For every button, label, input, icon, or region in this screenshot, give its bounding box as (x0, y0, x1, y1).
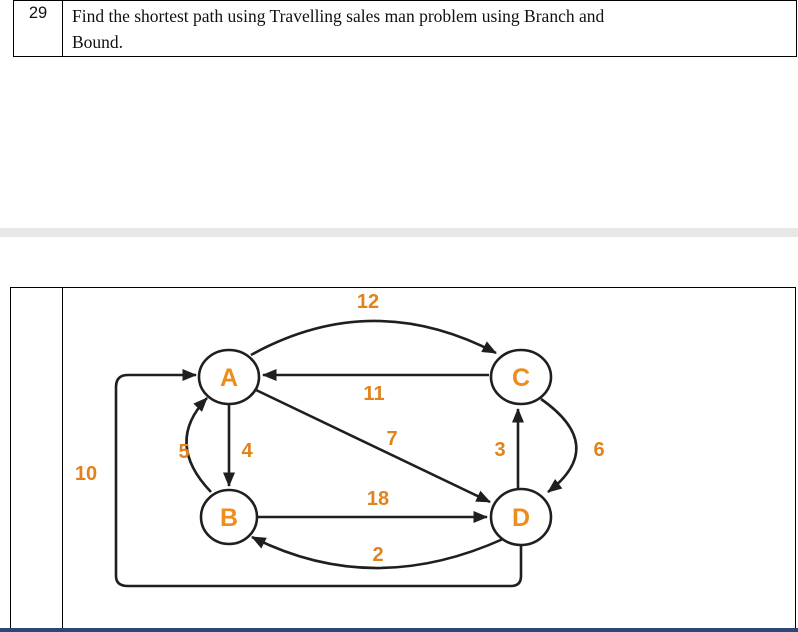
edge-B-A: 5 (178, 397, 212, 493)
node-A: A (197, 348, 261, 406)
edge-B-A-weight: 5 (178, 441, 189, 463)
edge-D-C-weight: 3 (494, 439, 505, 461)
node-D: D (489, 487, 553, 547)
node-A-label: A (220, 364, 238, 392)
edge-A-C: 12 (250, 291, 497, 357)
node-A-circle (197, 348, 261, 406)
edge-D-B-line (251, 535, 504, 570)
question-text-line-1: Find the shortest path using Travelling … (72, 6, 605, 26)
edge-A-D: 7 (255, 388, 491, 504)
edge-D-A-line (114, 369, 523, 588)
question-number: 29 (14, 1, 63, 56)
edge-B-A-line (185, 397, 212, 493)
edge-C-A-weight: 11 (363, 383, 384, 405)
edge-A-D-weight: 7 (386, 428, 397, 450)
node-B: B (199, 488, 259, 546)
edge-C-D: 6 (540, 397, 605, 494)
question-table-row: 29 Find the shortest path using Travelli… (13, 0, 797, 57)
node-D-circle (489, 487, 553, 547)
question-text-line-2: Bound. (72, 32, 124, 52)
edge-A-D-line (255, 388, 491, 504)
node-C: C (489, 348, 553, 406)
edge-C-D-weight: 6 (593, 439, 604, 461)
edge-A-C-line (250, 319, 497, 357)
edge-D-B: 2 (251, 535, 504, 570)
edge-B-D-weight: 18 (367, 488, 389, 510)
edge-A-C-weight: 12 (357, 291, 379, 313)
edge-C-A: 11 (262, 369, 489, 405)
section-separator (0, 228, 798, 237)
node-C-circle (489, 348, 553, 406)
question-text: Find the shortest path using Travelling … (63, 1, 796, 56)
node-D-label: D (512, 504, 530, 532)
edge-D-C: 3 (494, 408, 524, 488)
bottom-edge-bar (0, 628, 798, 632)
edge-D-A: 10 (75, 369, 523, 588)
edge-B-D: 18 (258, 488, 488, 523)
edge-C-D-line (540, 397, 578, 494)
edge-A-B: 4 (223, 405, 253, 487)
node-B-circle (199, 488, 259, 546)
answer-number-cell (11, 288, 63, 632)
edge-D-A-weight: 10 (75, 463, 97, 485)
node-B-label: B (220, 504, 238, 532)
edge-A-B-weight: 4 (241, 440, 253, 462)
tsp-graph-diagram: 12 11 4 5 7 18 2 3 6 10 A (75, 291, 605, 588)
node-C-label: C (512, 364, 530, 392)
edge-D-B-weight: 2 (372, 544, 383, 566)
